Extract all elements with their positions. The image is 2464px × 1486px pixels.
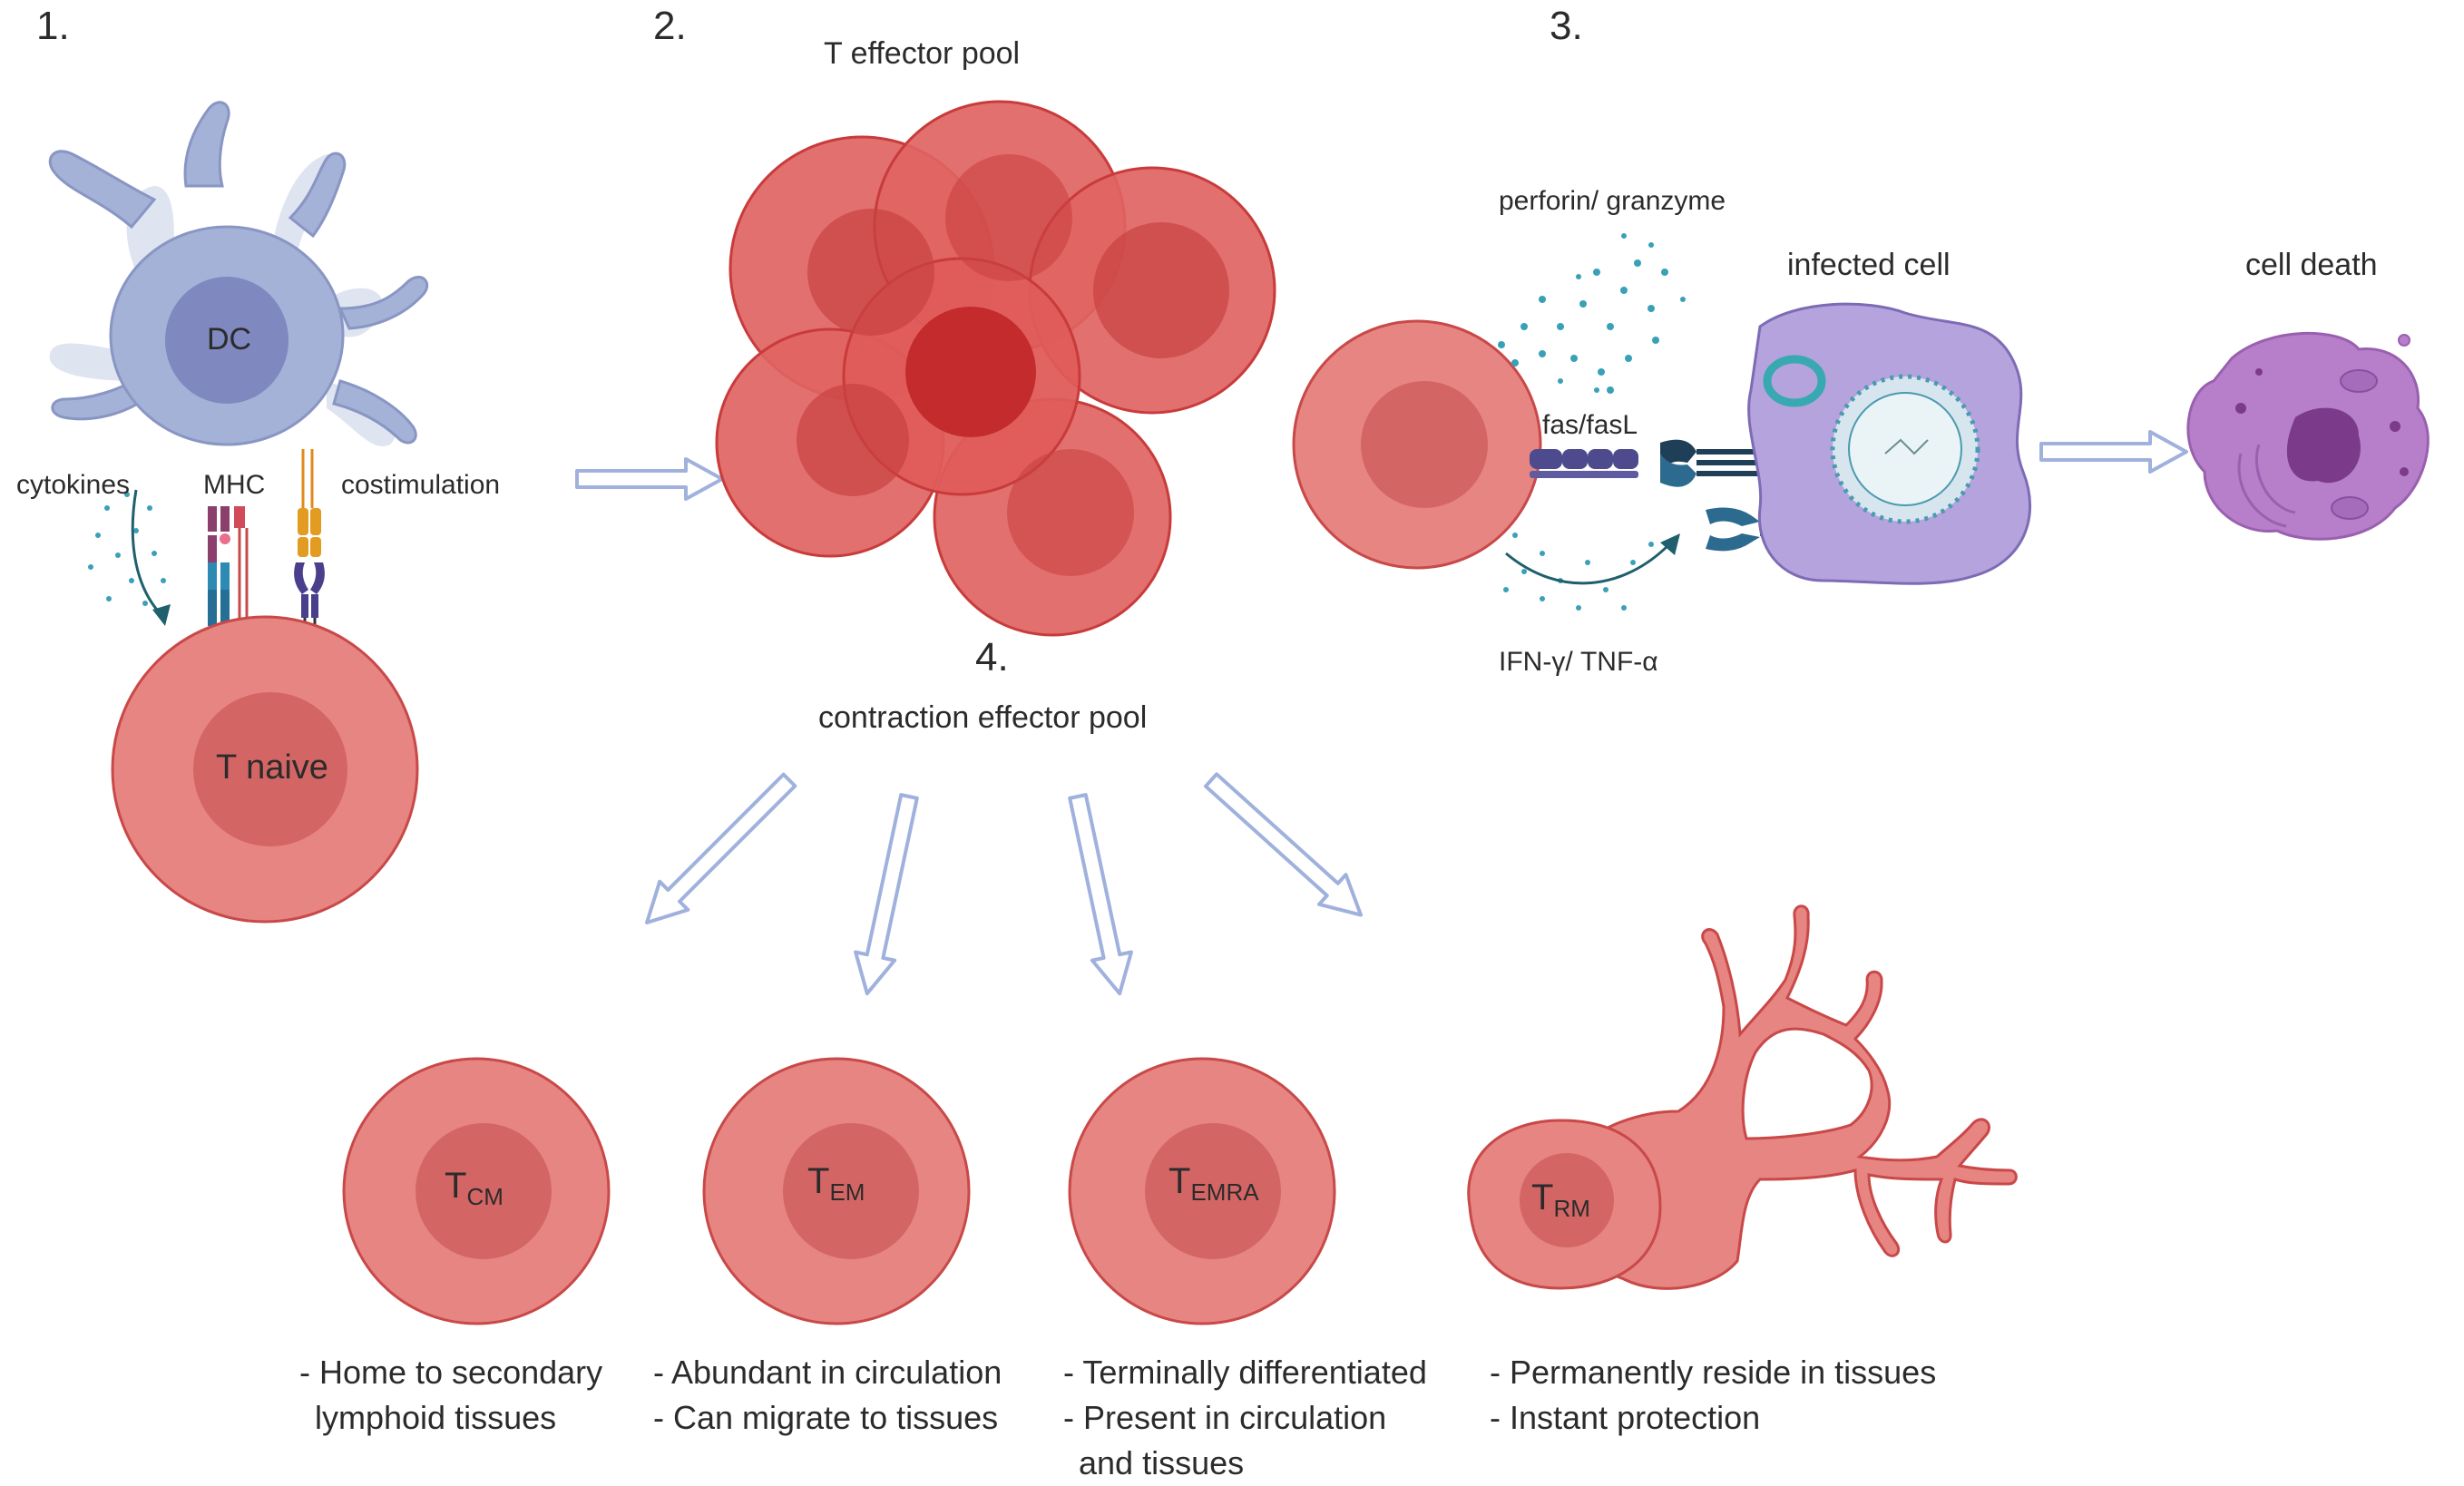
effector-t-cell [1292, 319, 1542, 570]
t-naive-cell [111, 615, 419, 924]
arrow-activation [575, 457, 724, 501]
dendritic-cell [48, 101, 429, 446]
trm-description: - Permanently reside in tissues - Instan… [1490, 1354, 1937, 1436]
trm-body [1467, 1119, 1662, 1290]
dead-cell [2186, 331, 2430, 541]
tem-description: - Abundant in circulation - Can migrate … [653, 1354, 1002, 1436]
infected-cell-label: infected cell [1787, 248, 1951, 282]
temra-description: - Terminally differentiated - Present in… [1063, 1354, 1427, 1481]
mhc-label: MHC [203, 470, 266, 500]
dc-nucleus [165, 277, 288, 404]
fas-fasl-label: fas/fasL [1542, 410, 1638, 440]
ifn-arrow [1505, 543, 1671, 585]
cytokine-arrow [131, 489, 165, 619]
memory-cell-temra [1068, 1057, 1336, 1325]
t-effector-pool-label: T effector pool [824, 36, 1021, 71]
costimulation-receptors [294, 449, 325, 644]
contraction-arrows [632, 763, 1376, 1000]
memory-cell-trm [1558, 904, 2018, 1290]
perforin-label: perforin/ granzyme [1499, 186, 1726, 216]
costimulation-label: costimulation [341, 470, 501, 500]
cell-death-label: cell death [2245, 248, 2378, 282]
memory-cell-tem [702, 1057, 971, 1325]
tem-label: TEM [807, 1161, 865, 1206]
step-1-number: 1. [36, 4, 70, 48]
temra-label: TEMRA [1168, 1161, 1259, 1206]
fas-fasl-receptors [1530, 439, 1796, 487]
infected-cell [1747, 302, 2032, 585]
effector-nuclei [797, 154, 1229, 576]
step-2-number: 2. [653, 4, 687, 48]
dc-label: DC [207, 322, 252, 357]
arrow-cell-death [2039, 430, 2188, 474]
ifn-tnf-label: IFN-γ/ TNF-α [1499, 647, 1658, 677]
cytokines-label: cytokines [16, 470, 131, 500]
memory-cell-tcm [342, 1057, 611, 1325]
perforin-dots [1498, 233, 1686, 394]
step-4-number: 4. [975, 635, 1009, 679]
tcm-label: TCM [445, 1166, 504, 1210]
step-3-number: 3. [1550, 4, 1583, 48]
cytokine-dots [88, 492, 166, 606]
contraction-label: contraction effector pool [818, 700, 1148, 735]
t-naive-label: T naive [216, 748, 328, 787]
trm-label: TRM [1531, 1178, 1590, 1222]
tcm-description: - Home to secondary lymphoid tissues [299, 1354, 603, 1436]
